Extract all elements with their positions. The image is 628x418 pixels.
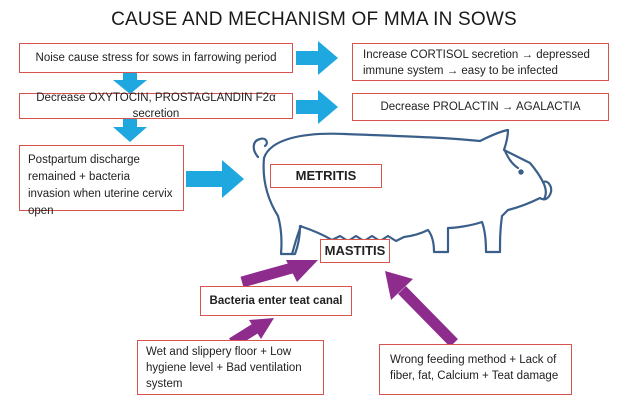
arrow-noise-to-cortisol xyxy=(296,41,338,75)
oxytocin-box: Decrease OXYTOCIN, PROSTAGLANDIN F2α sec… xyxy=(19,92,293,120)
arrow-oxytocin-to-prolactin xyxy=(296,90,338,124)
floor-hygiene-box: Wet and slippery floor + Low hygiene lev… xyxy=(137,340,324,395)
mastitis-box: MASTITIS xyxy=(320,239,390,263)
bacteria-teat-box: Bacteria enter teat canal xyxy=(200,286,352,316)
metritis-box: METRITIS xyxy=(270,164,382,188)
arrow-bacteria-to-mastitis xyxy=(240,262,294,288)
feeding-box: Wrong feeding method + Lack of fiber, fa… xyxy=(379,344,572,395)
diagram-title: CAUSE AND MECHANISM OF MMA IN SOWS xyxy=(111,9,517,30)
pig-outline-icon xyxy=(252,128,553,256)
cortisol-box: Increase CORTISOL secretion → depressed … xyxy=(352,43,609,81)
arrow-oxytocin-to-discharge xyxy=(113,119,147,142)
arrow-feeding-to-mastitis xyxy=(398,286,458,347)
prolactin-box: Decrease PROLACTIN → AGALACTIA xyxy=(352,93,609,121)
arrow-noise-to-oxytocin xyxy=(113,71,147,94)
arrow-discharge-to-metritis xyxy=(186,160,244,198)
noise-stress-box: Noise cause stress for sows in farrowing… xyxy=(19,43,293,73)
discharge-box: Postpartum discharge remained + bacteria… xyxy=(19,145,184,217)
